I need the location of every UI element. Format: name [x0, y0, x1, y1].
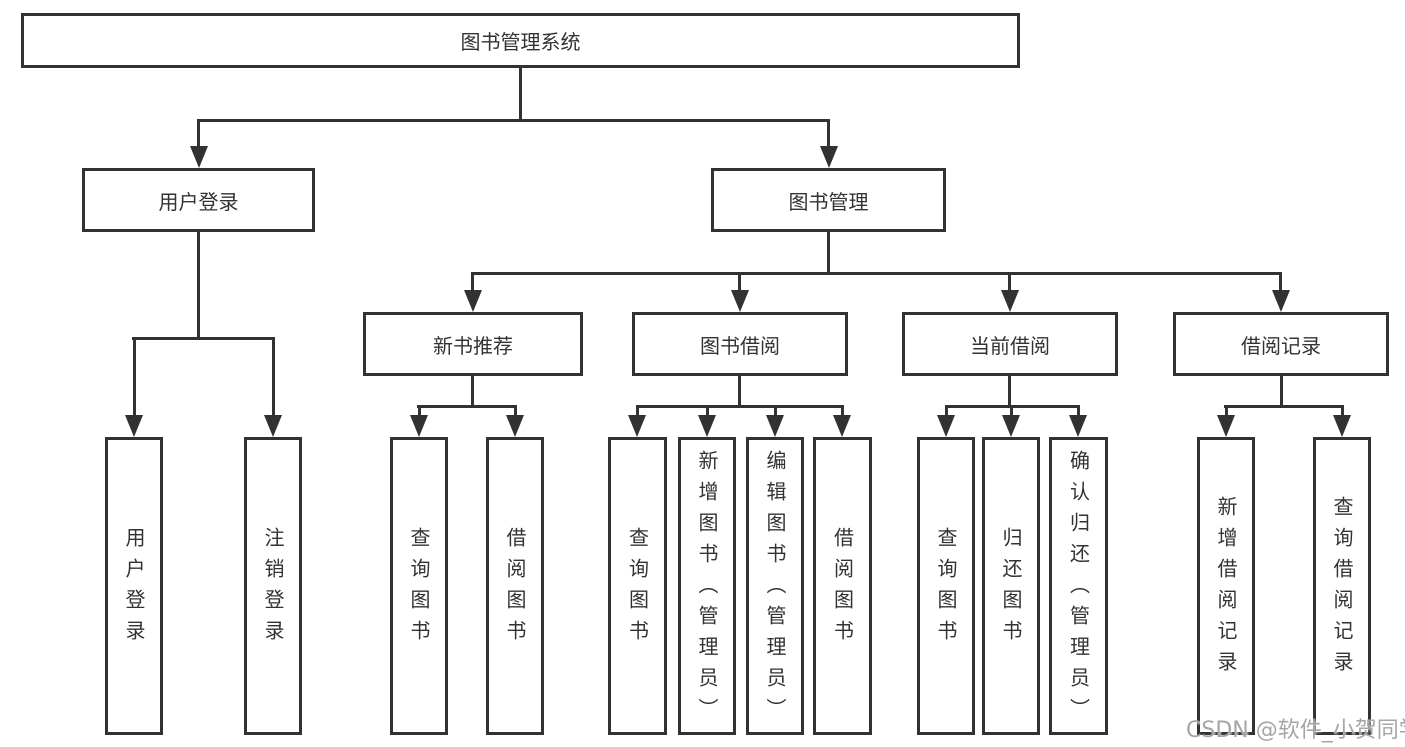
- connector-line: [519, 68, 522, 119]
- connector-line: [272, 337, 275, 417]
- arrow-down-icon: [125, 415, 143, 437]
- connector-line: [133, 337, 136, 417]
- arrow-down-icon: [731, 290, 749, 312]
- arrow-down-icon: [766, 415, 784, 437]
- leaf-edit-books-admin: 编辑图书（管理员）: [746, 437, 804, 735]
- connector-line: [945, 405, 948, 417]
- connector-line: [706, 405, 709, 417]
- connector-line: [738, 272, 741, 292]
- connector-line: [841, 405, 844, 417]
- connector-line: [1279, 272, 1282, 292]
- connector-line: [197, 232, 200, 337]
- connector-line: [418, 405, 421, 417]
- connector-line: [1224, 405, 1343, 408]
- arrow-down-icon: [1272, 290, 1290, 312]
- node-library-management-system: 图书管理系统: [21, 13, 1020, 68]
- node-new-book-recommendation: 新书推荐: [363, 312, 583, 376]
- connector-line: [471, 272, 1282, 275]
- arrow-down-icon: [464, 290, 482, 312]
- arrow-down-icon: [1217, 415, 1235, 437]
- leaf-user-login: 用户登录: [105, 437, 163, 735]
- arrow-down-icon: [264, 415, 282, 437]
- connector-line: [1008, 376, 1011, 405]
- connector-line: [774, 405, 777, 417]
- leaf-query-books-borrow: 查询图书: [608, 437, 667, 735]
- node-borrowing-records: 借阅记录: [1173, 312, 1389, 376]
- connector-line: [514, 405, 517, 417]
- node-user-login: 用户登录: [82, 168, 315, 232]
- arrow-down-icon: [820, 146, 838, 168]
- leaf-logout: 注销登录: [244, 437, 302, 735]
- connector-line: [827, 119, 830, 148]
- arrow-down-icon: [1001, 290, 1019, 312]
- arrow-down-icon: [628, 415, 646, 437]
- connector-line: [1077, 405, 1080, 417]
- leaf-query-books-recommend: 查询图书: [390, 437, 448, 735]
- arrow-down-icon: [506, 415, 524, 437]
- connector-line: [827, 232, 830, 272]
- arrow-down-icon: [190, 146, 208, 168]
- arrow-down-icon: [410, 415, 428, 437]
- connector-line: [1010, 405, 1013, 417]
- leaf-borrow-books-borrow: 借阅图书: [813, 437, 872, 735]
- connector-line: [132, 337, 275, 340]
- arrow-down-icon: [1333, 415, 1351, 437]
- node-book-borrowing: 图书借阅: [632, 312, 848, 376]
- arrow-down-icon: [1002, 415, 1020, 437]
- arrow-down-icon: [698, 415, 716, 437]
- leaf-query-books-current: 查询图书: [917, 437, 975, 735]
- leaf-confirm-return-admin: 确认归还（管理员）: [1049, 437, 1108, 735]
- connector-line: [1341, 405, 1344, 417]
- leaf-add-borrow-record: 新增借阅记录: [1197, 437, 1255, 735]
- arrow-down-icon: [833, 415, 851, 437]
- leaf-return-books: 归还图书: [982, 437, 1040, 735]
- watermark: CSDN @软件_小贺同学: [1186, 718, 1405, 743]
- connector-line: [636, 405, 844, 408]
- arrow-down-icon: [937, 415, 955, 437]
- connector-line: [471, 376, 474, 405]
- node-current-borrowing: 当前借阅: [902, 312, 1118, 376]
- connector-line: [636, 405, 639, 417]
- connector-line: [197, 119, 200, 148]
- connector-line: [471, 272, 474, 292]
- leaf-query-borrow-record: 查询借阅记录: [1313, 437, 1371, 735]
- connector-line: [1280, 376, 1283, 405]
- leaf-add-books-admin: 新增图书（管理员）: [678, 437, 736, 735]
- arrow-down-icon: [1069, 415, 1087, 437]
- connector-line: [738, 376, 741, 405]
- connector-line: [1008, 272, 1011, 292]
- connector-line: [197, 119, 830, 122]
- connector-line: [1225, 405, 1228, 417]
- node-book-management: 图书管理: [711, 168, 946, 232]
- leaf-borrow-books-recommend: 借阅图书: [486, 437, 544, 735]
- connector-line: [417, 405, 516, 408]
